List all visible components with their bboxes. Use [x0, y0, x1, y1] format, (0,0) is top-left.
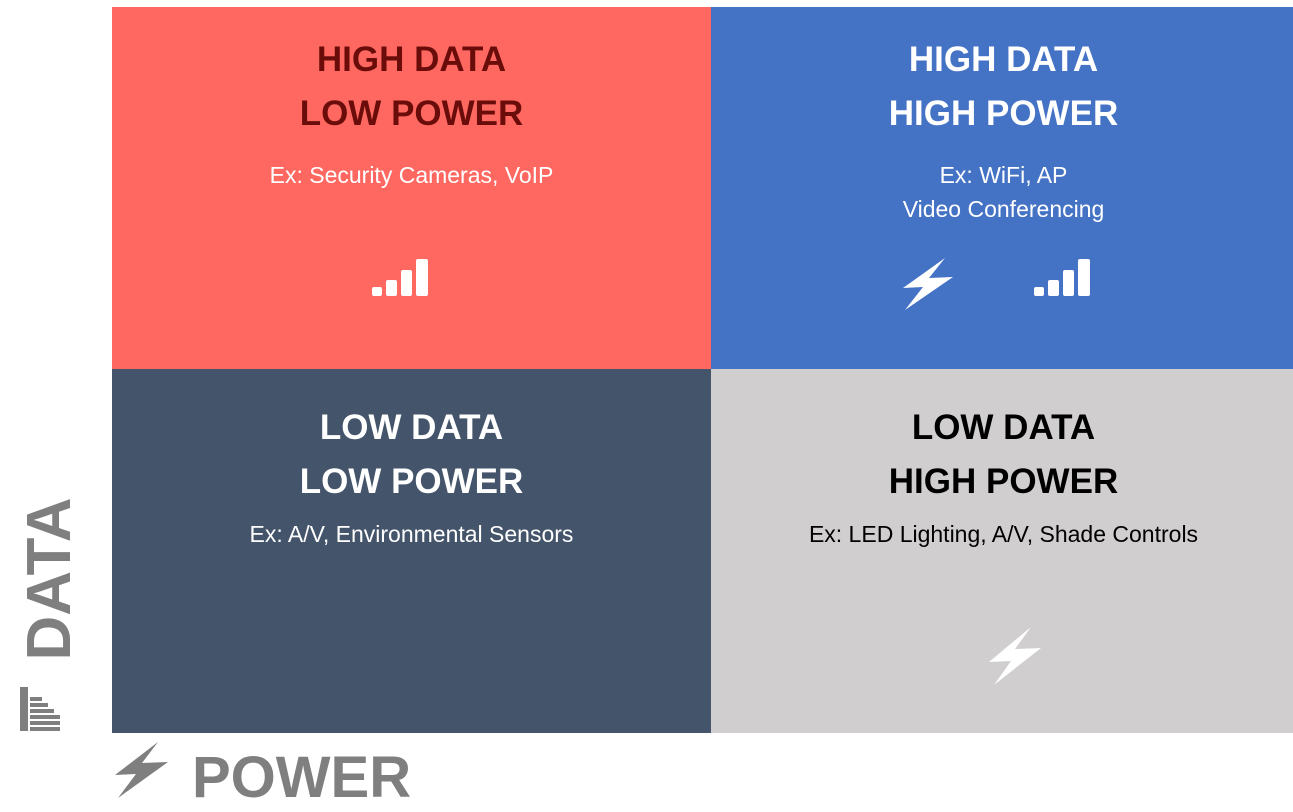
axis-data-label: DATA: [15, 488, 84, 670]
example-text-line-2: Video Conferencing: [902, 196, 1105, 222]
title-line-2: LOW POWER: [299, 94, 524, 133]
quadrant-high-data-high-power: HIGH DATA HIGH POWER Ex: WiFi, AP Video …: [711, 7, 1293, 369]
quadrant-example: Ex: A/V, Environmental Sensors: [112, 517, 711, 551]
lightning-bolt-icon: [903, 258, 953, 310]
quadrant-low-data-high-power: LOW DATA HIGH POWER Ex: LED Lighting, A/…: [711, 369, 1293, 733]
quadrant-title: LOW DATA LOW POWER: [112, 401, 711, 509]
title-line-1: LOW DATA: [911, 408, 1096, 447]
title-line-2: HIGH POWER: [888, 462, 1119, 501]
title-line-1: HIGH DATA: [908, 40, 1099, 79]
axis-data-text: DATA: [15, 497, 84, 661]
quadrant-example: Ex: WiFi, AP Video Conferencing: [711, 158, 1293, 226]
lightning-bolt-icon: [115, 742, 168, 798]
example-text-line-1: Ex: WiFi, AP: [939, 162, 1068, 188]
title-line-2: LOW POWER: [299, 462, 524, 501]
quadrant-high-data-low-power: HIGH DATA LOW POWER Ex: Security Cameras…: [112, 7, 711, 369]
quadrant-low-data-low-power: LOW DATA LOW POWER Ex: A/V, Environmenta…: [112, 369, 711, 733]
example-text: Ex: Security Cameras, VoIP: [269, 162, 554, 188]
title-line-1: HIGH DATA: [316, 40, 507, 79]
axis-power-label: POWER: [192, 745, 412, 810]
example-text: Ex: LED Lighting, A/V, Shade Controls: [808, 521, 1199, 547]
quadrant-title: HIGH DATA LOW POWER: [112, 33, 711, 141]
signal-bars-icon: [20, 687, 60, 731]
quadrant-title: HIGH DATA HIGH POWER: [711, 33, 1293, 141]
quadrant-example: Ex: Security Cameras, VoIP: [112, 158, 711, 192]
title-line-2: HIGH POWER: [888, 94, 1119, 133]
lightning-bolt-icon: [989, 627, 1041, 685]
example-text: Ex: A/V, Environmental Sensors: [249, 521, 574, 547]
signal-bars-icon: [1034, 259, 1090, 296]
title-line-1: LOW DATA: [319, 408, 504, 447]
signal-bars-icon: [372, 259, 428, 296]
quadrant-example: Ex: LED Lighting, A/V, Shade Controls: [711, 517, 1293, 551]
quadrant-title: LOW DATA HIGH POWER: [711, 401, 1293, 509]
